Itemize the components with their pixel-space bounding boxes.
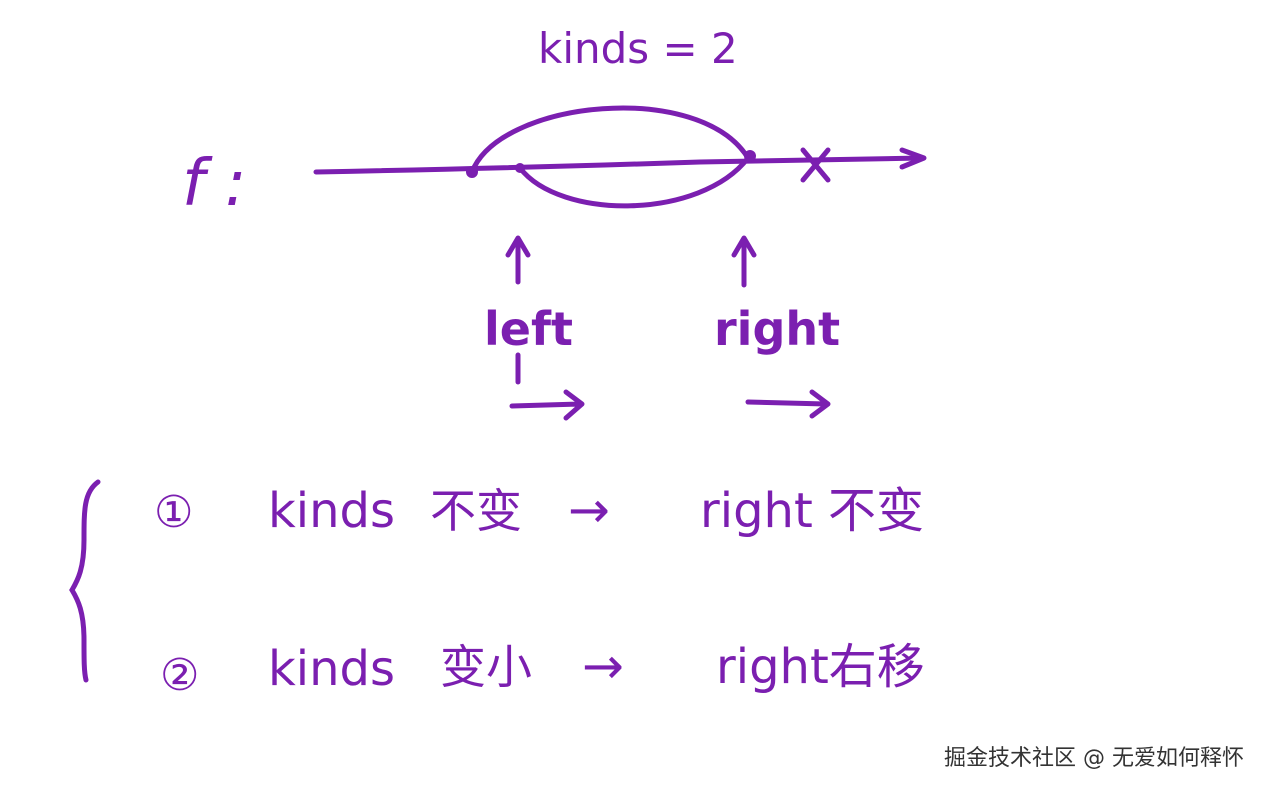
rule-1-number: ①	[154, 487, 193, 538]
rule-1-kinds: kinds	[268, 483, 395, 539]
left-up-arrow	[505, 235, 531, 285]
f-label: f :	[182, 147, 246, 221]
left-pointer-label: left	[484, 302, 573, 356]
right-up-arrow	[731, 235, 757, 288]
rule-2-number: ②	[160, 650, 199, 701]
rule-1-arrow: →	[568, 481, 610, 539]
window-lower-arc	[517, 155, 751, 209]
right-dot	[744, 150, 756, 162]
left-dot	[466, 166, 478, 178]
rule-1-result: right 不变	[700, 483, 924, 539]
rule-1-state: 不变	[430, 484, 522, 538]
rule-2-state: 变小	[440, 640, 532, 694]
inner-dot	[515, 163, 525, 173]
rule-2-result: right右移	[716, 639, 925, 695]
number-line-arrowhead	[899, 147, 927, 170]
rule-2-arrow: →	[582, 637, 624, 695]
right-pointer-label: right	[714, 302, 840, 356]
case-brace	[69, 479, 101, 683]
left-move-arrow	[509, 389, 585, 421]
number-line	[313, 155, 925, 175]
window-upper-arc	[469, 105, 751, 175]
cross-mark	[800, 147, 831, 183]
rule-2-kinds: kinds	[268, 641, 395, 697]
watermark: 掘金技术社区 @ 无爱如何释怀	[944, 746, 1244, 771]
kinds-equals-label: kinds = 2	[538, 24, 738, 73]
right-move-arrow	[745, 389, 831, 419]
